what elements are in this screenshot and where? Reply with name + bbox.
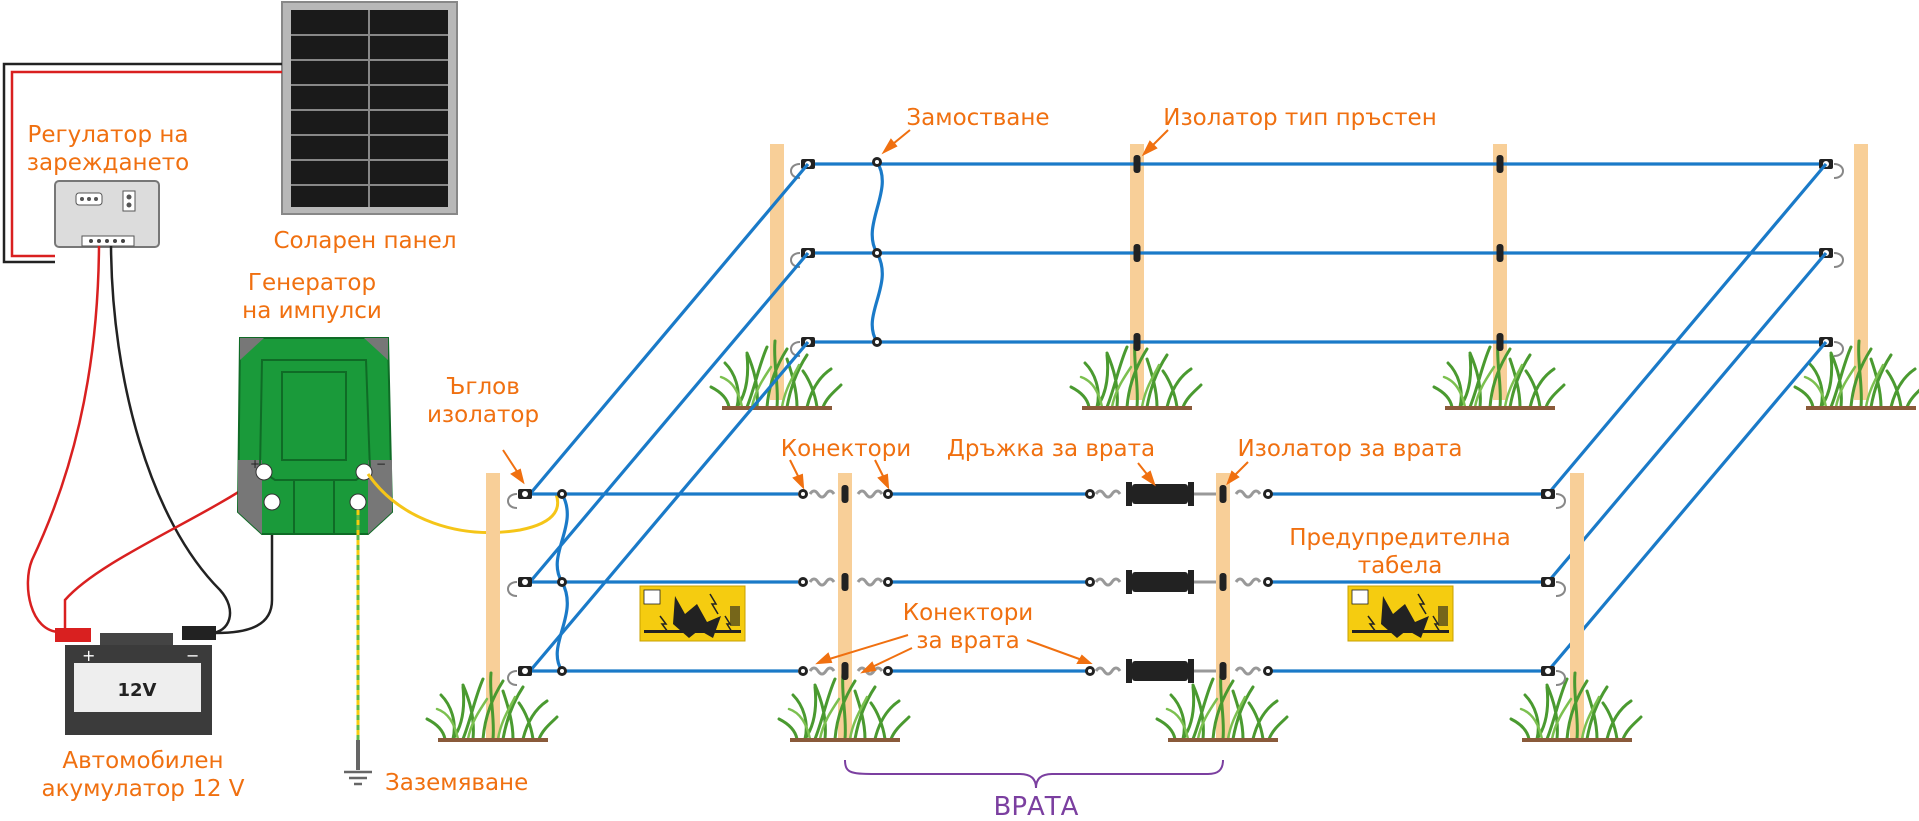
solar-panel bbox=[281, 1, 458, 215]
svg-text:+: + bbox=[82, 646, 95, 665]
front-fence bbox=[425, 473, 1643, 744]
pulse-generator: + − bbox=[236, 337, 394, 535]
warning-sign-right bbox=[1347, 585, 1454, 642]
solar-panel-label: Соларен панел bbox=[273, 228, 456, 254]
gate-connectors-label-2: за врата bbox=[916, 628, 1019, 654]
warning-sign-left bbox=[639, 585, 746, 642]
grounding-label: Заземяване bbox=[385, 770, 528, 796]
svg-text:−: − bbox=[376, 457, 386, 471]
charge-regulator-label-2: зареждането bbox=[27, 150, 189, 176]
battery-label-1: Автомобилен bbox=[62, 748, 223, 774]
bridging-label: Замостване bbox=[906, 105, 1049, 131]
generator-negative-wire bbox=[215, 500, 274, 635]
svg-text:−: − bbox=[186, 646, 199, 665]
panel-positive-wire bbox=[10, 70, 282, 258]
side-wires bbox=[528, 162, 1828, 673]
live-wire bbox=[366, 473, 560, 534]
pulse-generator-label-2: на импулси bbox=[242, 298, 382, 324]
battery-voltage-label: 12V bbox=[118, 680, 157, 701]
panel-negative-wire bbox=[2, 62, 282, 264]
gate-label: ВРАТА bbox=[994, 792, 1079, 817]
warning-sign-label-1: Предупредителна bbox=[1289, 525, 1511, 551]
gate-brace bbox=[844, 759, 1224, 789]
pulse-generator-label-1: Генератор bbox=[248, 270, 376, 296]
regulator-positive-wire bbox=[26, 245, 101, 634]
connectors-label: Конектори bbox=[781, 436, 912, 462]
charge-regulator-label-1: Регулатор на bbox=[27, 122, 188, 148]
ground-rod bbox=[344, 740, 372, 786]
battery: + − 12V bbox=[55, 626, 216, 735]
gate-insulator-label: Изолатор за врата bbox=[1237, 436, 1462, 462]
regulator-negative-wire bbox=[109, 245, 232, 635]
ring-insulator-label: Изолатор тип пръстен bbox=[1163, 105, 1437, 131]
back-fence bbox=[709, 144, 1919, 412]
charge-regulator bbox=[54, 180, 160, 248]
generator-positive-wire bbox=[63, 476, 261, 628]
svg-text:+: + bbox=[250, 457, 260, 471]
gate-handle-label: Дръжка за врата bbox=[947, 436, 1155, 462]
warning-sign-label-2: табела bbox=[1358, 553, 1443, 579]
gate-connectors-label-1: Конектори bbox=[903, 600, 1034, 626]
label-arrows bbox=[502, 129, 1249, 674]
corner-insulator-label-2: изолатор bbox=[427, 402, 539, 428]
battery-label-2: акумулатор 12 V bbox=[41, 776, 244, 802]
corner-insulator-label-1: Ъглов bbox=[446, 374, 520, 400]
